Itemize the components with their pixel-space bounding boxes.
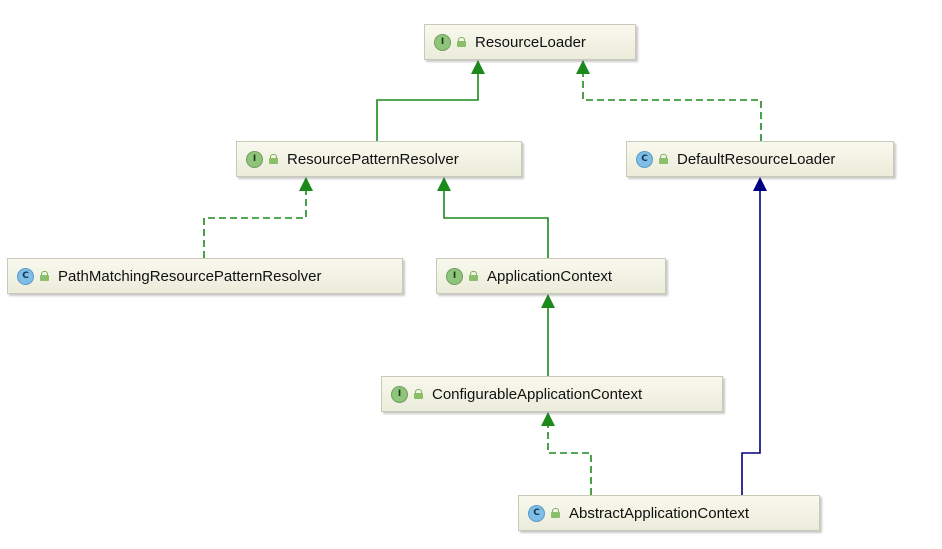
class-icon: C <box>528 504 545 522</box>
arrowhead-configurable-application-context-to-application-context <box>541 294 555 308</box>
arrowhead-default-resource-loader-to-resource-loader <box>576 60 590 74</box>
interface-icon: I <box>391 385 408 403</box>
public-visibility-icon <box>40 271 49 281</box>
edge-path-matching-resource-pattern-resolver-to-resource-pattern-resolver <box>203 191 307 258</box>
interface-icon: I <box>446 267 463 285</box>
node-label: PathMatchingResourcePatternResolver <box>58 267 322 285</box>
node-path-matching-resource-pattern-resolver[interactable]: C PathMatchingResourcePatternResolver <box>7 258 403 294</box>
edge-resource-pattern-resolver-to-resource-loader <box>376 74 479 141</box>
interface-icon: I <box>246 150 263 168</box>
arrowhead-abstract-application-context-to-configurable-application-context <box>541 412 555 426</box>
public-visibility-icon <box>469 271 478 281</box>
public-visibility-icon <box>457 37 466 47</box>
edge-application-context-to-resource-pattern-resolver <box>443 191 549 258</box>
edge-default-resource-loader-to-resource-loader <box>582 74 762 141</box>
arrowhead-resource-pattern-resolver-to-resource-loader <box>471 60 485 74</box>
public-visibility-icon <box>551 508 560 518</box>
node-label: ResourcePatternResolver <box>287 150 459 168</box>
node-resource-pattern-resolver[interactable]: I ResourcePatternResolver <box>236 141 522 177</box>
node-resource-loader[interactable]: I ResourceLoader <box>424 24 636 60</box>
node-application-context[interactable]: I ApplicationContext <box>436 258 666 294</box>
edge-abstract-application-context-to-default-resource-loader <box>741 191 761 495</box>
node-label: ConfigurableApplicationContext <box>432 385 643 403</box>
arrowhead-abstract-application-context-to-default-resource-loader <box>753 177 767 191</box>
class-icon: C <box>636 150 653 168</box>
node-label: ResourceLoader <box>475 33 586 51</box>
node-label: DefaultResourceLoader <box>677 150 836 168</box>
node-default-resource-loader[interactable]: C DefaultResourceLoader <box>626 141 894 177</box>
arrowhead-path-matching-resource-pattern-resolver-to-resource-pattern-resolver <box>299 177 313 191</box>
arrowhead-application-context-to-resource-pattern-resolver <box>437 177 451 191</box>
node-label: AbstractApplicationContext <box>569 504 750 522</box>
edges-layer <box>203 60 767 495</box>
class-icon: C <box>17 267 34 285</box>
edge-abstract-application-context-to-configurable-application-context <box>547 426 592 495</box>
node-label: ApplicationContext <box>487 267 613 285</box>
public-visibility-icon <box>269 154 278 164</box>
public-visibility-icon <box>659 154 668 164</box>
node-configurable-application-context[interactable]: I ConfigurableApplicationContext <box>381 376 723 412</box>
node-abstract-application-context[interactable]: C AbstractApplicationContext <box>518 495 820 531</box>
public-visibility-icon <box>414 389 423 399</box>
interface-icon: I <box>434 33 451 51</box>
